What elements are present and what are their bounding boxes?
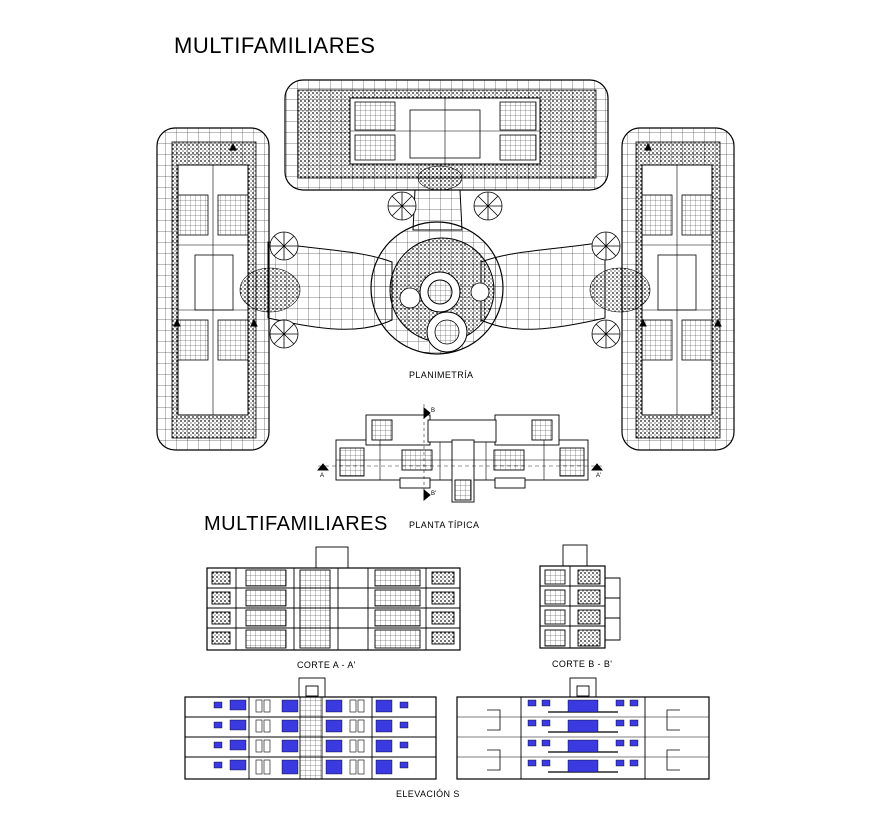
site-plan-caption: PLANIMETRÍA [409, 370, 474, 380]
section-mark-b-bottom: B' [431, 491, 437, 497]
section-a [206, 546, 461, 651]
section-b-caption: CORTE B - B' [552, 659, 613, 669]
section-b [539, 544, 621, 649]
elevation-left [184, 677, 437, 780]
secondary-title: MULTIFAMILIARES [204, 513, 388, 535]
elevation-right-windows [527, 699, 639, 773]
typical-plan [317, 404, 603, 503]
typical-plan-caption: PLANTA TÍPICA [409, 520, 480, 530]
section-a-caption: CORTE A - A' [297, 660, 356, 670]
section-mark-a-right: A' [596, 473, 602, 479]
elevations-caption: ELEVACIÓN S [396, 789, 460, 799]
elevation-left-windows [213, 699, 409, 775]
palm-trees [269, 191, 621, 349]
main-title: MULTIFAMILIARES [174, 33, 376, 58]
section-mark-a-left: A [320, 473, 325, 479]
elevation-right [456, 677, 710, 780]
site-plan [156, 79, 735, 451]
section-mark-b-top: B [431, 408, 436, 414]
